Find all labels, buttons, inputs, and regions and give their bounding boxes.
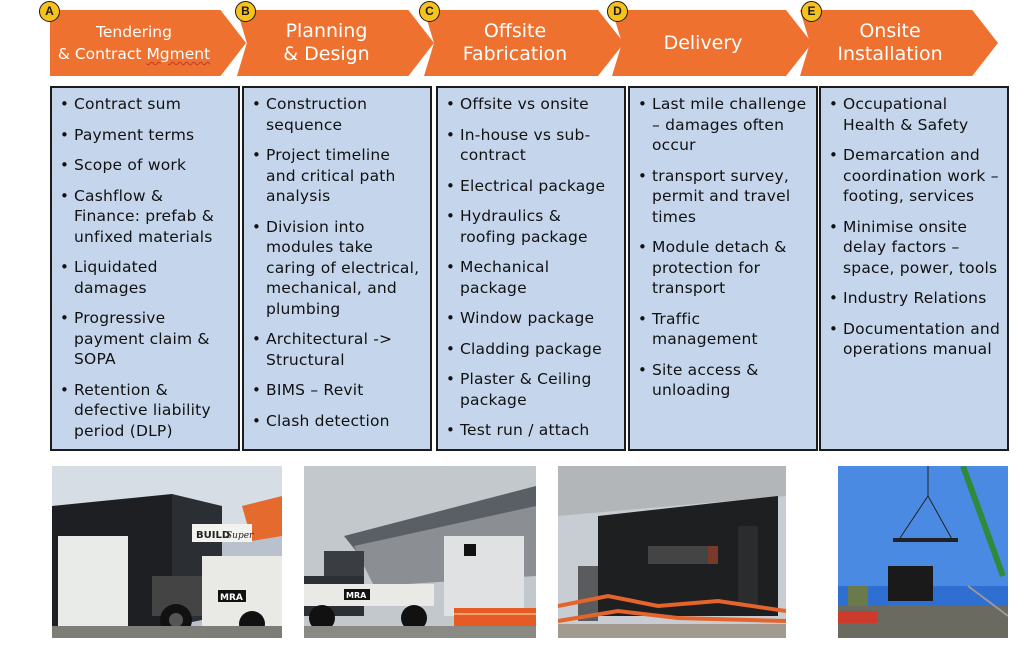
list-item: Clash detection <box>252 411 424 432</box>
list-item: Scope of work <box>60 155 232 176</box>
stage-d-box: Last mile challenge – damages often occu… <box>628 86 818 451</box>
list-item: Demarcation and coordination work – foot… <box>829 145 1001 207</box>
list-item: Payment terms <box>60 125 232 146</box>
photo-module-on-crane-truck: BUILD Super MRA <box>52 466 282 638</box>
stage-c-list: Offsite vs onsite In-house vs sub-contra… <box>446 94 618 441</box>
list-item: Mechanical package <box>446 257 618 298</box>
stage-d-list: Last mile challenge – damages often occu… <box>638 94 810 401</box>
list-item: Offsite vs onsite <box>446 94 618 115</box>
list-item: Window package <box>446 308 618 329</box>
stage-a-chevron: Tendering & Contract Mgment <box>50 10 246 76</box>
list-item: Contract sum <box>60 94 232 115</box>
crane-brand-text: MRA <box>220 593 243 603</box>
stage-b-list: Construction sequence Project timeline a… <box>252 94 424 431</box>
list-item: Documentation and operations manual <box>829 319 1001 360</box>
list-item: Module detach & protection for transport <box>638 237 810 299</box>
list-item: BIMS – Revit <box>252 380 424 401</box>
list-item: transport survey, permit and travel time… <box>638 166 810 228</box>
list-item: Occupational Health & Safety <box>829 94 1001 135</box>
list-item: In-house vs sub-contract <box>446 125 618 166</box>
photo-onsite-crane-install <box>838 466 1008 638</box>
stage-a-title: Tendering & Contract Mgment <box>58 21 238 65</box>
stage-d-chevron: Delivery <box>612 10 812 76</box>
stage-b-box: Construction sequence Project timeline a… <box>242 86 432 451</box>
list-item: Construction sequence <box>252 94 424 135</box>
list-item: Site access & unloading <box>638 360 810 401</box>
spellcheck-underlined-word: Mgment <box>146 45 211 63</box>
stage-c-title: Offsite Fabrication <box>462 20 568 65</box>
stage-e-box: Occupational Health & Safety Demarcation… <box>819 86 1009 451</box>
list-item: Liquidated damages <box>60 257 232 298</box>
stage-d-badge: D <box>607 1 628 22</box>
list-item: Traffic management <box>638 309 810 350</box>
list-item: Progressive payment claim & SOPA <box>60 308 232 370</box>
stage-a-list: Contract sum Payment terms Scope of work… <box>60 94 232 441</box>
stage-b-badge: B <box>235 1 256 22</box>
list-item: Plaster & Ceiling package <box>446 369 618 410</box>
stage-a-box: Contract sum Payment terms Scope of work… <box>50 86 240 451</box>
stage-a-title-line2: & Contract Mgment <box>57 45 211 63</box>
photo-installed-black-module <box>558 466 786 638</box>
list-item: Industry Relations <box>829 288 1001 309</box>
list-item: Retention & defective liability period (… <box>60 380 232 442</box>
stage-c-box: Offsite vs onsite In-house vs sub-contra… <box>436 86 626 451</box>
building-site-illustration: MRA <box>304 466 536 638</box>
truck-sign-text: BUILD <box>196 530 230 541</box>
list-item: Electrical package <box>446 176 618 197</box>
photo-module-lift-near-building: MRA <box>304 466 536 638</box>
list-item: Cashflow & Finance: prefab & unfixed mat… <box>60 186 232 248</box>
crane-brand-text: MRA <box>346 591 367 600</box>
stage-e-badge: E <box>801 1 822 22</box>
stage-c-chevron: Offsite Fabrication <box>424 10 624 76</box>
list-item: Architectural -> Structural <box>252 329 424 370</box>
list-item: Minimise onsite delay factors – space, p… <box>829 217 1001 279</box>
stage-a-badge: A <box>39 1 60 22</box>
crane-install-illustration <box>838 466 1008 638</box>
installed-module-illustration <box>558 466 786 638</box>
crane-truck-illustration: BUILD Super MRA <box>52 466 282 638</box>
list-item: Hydraulics & roofing package <box>446 206 618 247</box>
stage-a-title-line1: Tendering <box>96 23 172 41</box>
list-item: Division into modules take caring of ele… <box>252 217 424 320</box>
stage-c-badge: C <box>419 1 440 22</box>
stage-d-title: Delivery <box>663 31 743 54</box>
list-item: Last mile challenge – damages often occu… <box>638 94 810 156</box>
truck-sign-script: Super <box>226 531 254 541</box>
stage-b-title: Planning & Design <box>283 20 370 65</box>
stage-b-chevron: Planning & Design <box>237 10 434 76</box>
stage-e-chevron: Onsite Installation <box>800 10 998 76</box>
list-item: Test run / attach <box>446 420 618 441</box>
list-item: Project timeline and critical path analy… <box>252 145 424 207</box>
stage-e-title: Onsite Installation <box>837 20 943 65</box>
list-item: Cladding package <box>446 339 618 360</box>
stage-e-list: Occupational Health & Safety Demarcation… <box>829 94 1001 360</box>
